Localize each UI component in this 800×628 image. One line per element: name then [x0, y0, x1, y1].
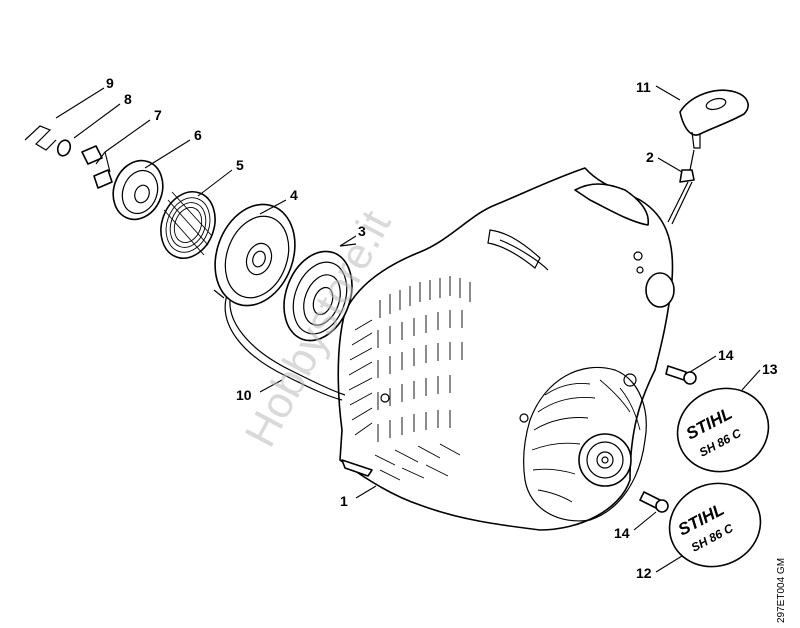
part-13-badge: STIHL SH 86 C [676, 387, 770, 473]
callout-6: 6 [194, 127, 202, 143]
part-1-fan-housing [337, 167, 675, 531]
part-3-rewind-spring [283, 243, 357, 342]
part-10-rope [224, 289, 346, 401]
leader-11 [655, 85, 681, 101]
reference-code: 297ET004 GM [776, 557, 787, 623]
callout-14-lower: 14 [614, 525, 630, 541]
callout-3: 3 [358, 223, 366, 239]
callout-4: 4 [290, 187, 298, 203]
part-6-carrier [112, 159, 164, 221]
part-7-pawls [81, 145, 113, 189]
callout-14-upper: 14 [718, 347, 734, 363]
part-9-spring-clip [24, 125, 57, 151]
leader-7b [95, 151, 106, 165]
part-8-washer [56, 139, 72, 157]
part-14-screw-lower [639, 491, 669, 513]
leader-14b [633, 511, 657, 531]
part-14-screw-upper [665, 365, 697, 385]
part-4-rope-rotor [213, 203, 296, 307]
part-5-spring [160, 191, 216, 259]
leader-1 [355, 485, 377, 499]
part-11-handle [679, 89, 749, 149]
leader-2 [657, 157, 683, 173]
leader-14a [689, 355, 717, 373]
leader-lines [55, 85, 761, 573]
part-2-rope [667, 149, 695, 225]
callout-5: 5 [236, 157, 244, 173]
leader-3 [339, 235, 357, 247]
leader-12 [655, 555, 683, 573]
leader-5 [197, 169, 233, 197]
callout-9: 9 [106, 75, 114, 91]
leader-6 [144, 139, 191, 169]
leader-7c [104, 151, 111, 173]
callout-13: 13 [762, 361, 778, 377]
callout-2: 2 [646, 149, 654, 165]
callout-11: 11 [636, 79, 651, 95]
callout-12: 12 [636, 565, 652, 581]
callout-8: 8 [124, 91, 132, 107]
leader-9 [55, 87, 105, 119]
leader-10 [259, 379, 283, 393]
part-12-badge: STIHL SH 86 C [668, 482, 762, 568]
callouts: 9 8 7 6 5 4 3 10 1 11 2 14 13 14 12 [106, 75, 778, 581]
callout-7: 7 [154, 107, 162, 123]
leader-7a [104, 119, 151, 153]
leader-13 [741, 369, 761, 391]
leader-4 [259, 199, 287, 215]
leader-8 [73, 103, 121, 139]
callout-10: 10 [236, 387, 252, 403]
callout-1: 1 [340, 493, 348, 509]
